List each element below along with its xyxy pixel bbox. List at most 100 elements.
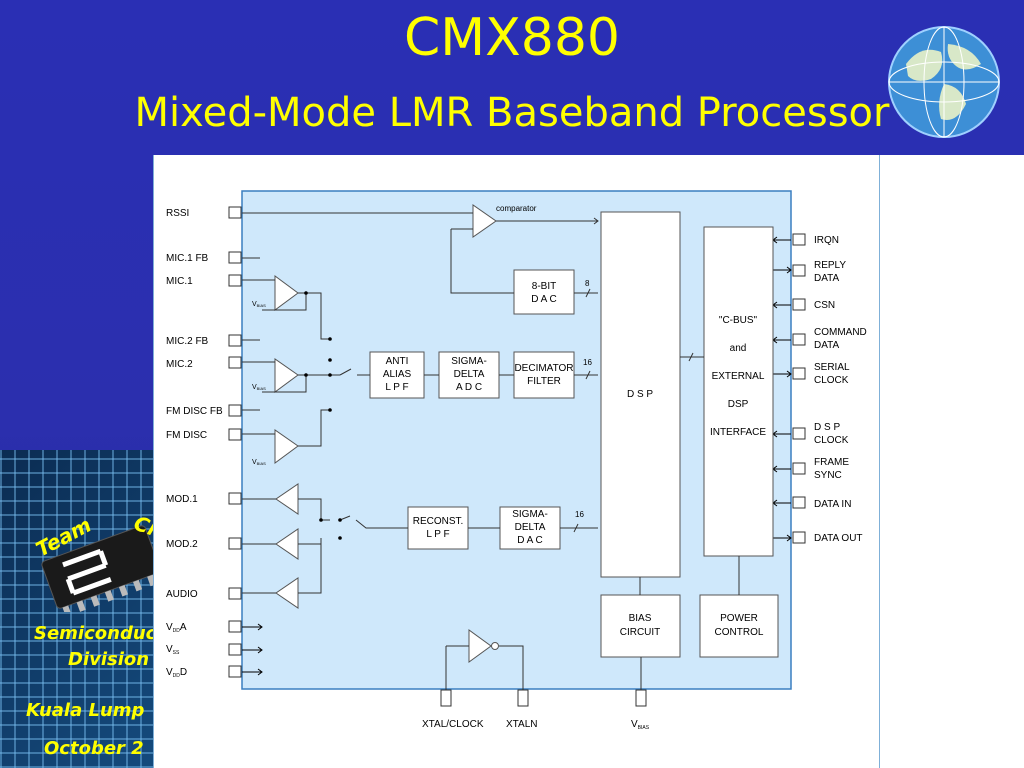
- date-label: October 2: [44, 738, 144, 759]
- pin-vss: [228, 643, 242, 656]
- label-command-1: COMMAND: [814, 327, 867, 338]
- label-reply-2: DATA: [814, 273, 840, 284]
- svg-text:D A C: D A C: [531, 294, 557, 305]
- label-datain: DATA IN: [814, 499, 851, 510]
- label-xtal: XTAL/CLOCK: [422, 719, 484, 730]
- pin-reply: [792, 264, 806, 277]
- svg-text:DELTA: DELTA: [515, 522, 546, 533]
- pin-mic2fb: [228, 334, 242, 347]
- svg-text:8-BIT: 8-BIT: [532, 281, 556, 292]
- label-rssi: RSSI: [166, 208, 189, 219]
- label-serial-2: CLOCK: [814, 375, 849, 386]
- svg-text:VBIAS: VBIAS: [252, 459, 266, 466]
- label-dspclock-1: D S P: [814, 422, 840, 433]
- pin-fmdiscfb: [228, 404, 242, 417]
- svg-text:SIGMA-: SIGMA-: [512, 509, 548, 520]
- svg-text:D A C: D A C: [517, 535, 543, 546]
- label-mod1: MOD.1: [166, 494, 198, 505]
- svg-text:ALIAS: ALIAS: [383, 369, 412, 380]
- semiconductor-label: Semiconduc: [34, 623, 157, 644]
- pin-mic2: [228, 356, 242, 369]
- pin-audio: [228, 587, 242, 600]
- bus-width-sddac: 16: [575, 510, 584, 519]
- svg-text:A D C: A D C: [456, 382, 482, 393]
- label-fmdisc: FM DISC: [166, 430, 207, 441]
- svg-text:DSP: DSP: [728, 399, 749, 410]
- label-dataout: DATA OUT: [814, 533, 863, 544]
- svg-text:FILTER: FILTER: [527, 376, 561, 387]
- mic1-amp: [274, 275, 299, 311]
- fmdisc-amp: [274, 429, 299, 464]
- pin-fmdisc: [228, 428, 242, 441]
- label-vdda: VDDA: [166, 622, 187, 634]
- svg-text:D S P: D S P: [627, 389, 653, 400]
- pin-xtal: [440, 689, 452, 707]
- label-dspclock-2: CLOCK: [814, 435, 849, 446]
- pin-mod1: [228, 492, 242, 505]
- pin-framesync: [792, 462, 806, 475]
- svg-text:CIRCUIT: CIRCUIT: [620, 627, 661, 638]
- label-vbias: VBIAS: [631, 719, 650, 731]
- svg-text:EXTERNAL: EXTERNAL: [712, 371, 765, 382]
- label-mic2: MIC.2: [166, 359, 193, 370]
- pin-vdda: [228, 620, 242, 633]
- svg-text:VBIAS: VBIAS: [252, 384, 266, 391]
- globe-icon: [888, 26, 1000, 138]
- label-vss: VSS: [166, 644, 180, 656]
- pin-command: [792, 333, 806, 346]
- label-mic2fb: MIC.2 FB: [166, 336, 209, 347]
- pin-serial: [792, 367, 806, 380]
- svg-text:INTERFACE: INTERFACE: [710, 427, 766, 438]
- location-label: Kuala Lump: [26, 700, 145, 721]
- svg-text:and: and: [730, 343, 747, 354]
- pin-mic1fb: [228, 251, 242, 264]
- svg-text:CONTROL: CONTROL: [715, 627, 764, 638]
- label-mic1fb: MIC.1 FB: [166, 253, 209, 264]
- pin-vbias: [635, 689, 647, 707]
- mic2-amp: [274, 358, 299, 393]
- reconst-block: [407, 506, 469, 550]
- pin-rssi: [228, 206, 242, 219]
- svg-text:POWER: POWER: [720, 613, 758, 624]
- label-csn: CSN: [814, 300, 835, 311]
- svg-text:L P F: L P F: [385, 382, 408, 393]
- bus-width-dac: 8: [585, 279, 590, 288]
- slide-subtitle: Mixed-Mode LMR Baseband Processor: [134, 90, 890, 136]
- dsp-block: [600, 211, 681, 578]
- label-mic1: MIC.1: [166, 276, 193, 287]
- svg-text:RECONST.: RECONST.: [413, 516, 464, 527]
- label-command-2: DATA: [814, 340, 840, 351]
- pin-datain: [792, 496, 806, 509]
- svg-text:VBIAS: VBIAS: [252, 301, 266, 308]
- svg-text:DECIMATOR: DECIMATOR: [514, 363, 573, 374]
- label-serial-1: SERIAL: [814, 362, 850, 373]
- svg-text:L P F: L P F: [426, 529, 449, 540]
- svg-text:"C-BUS": "C-BUS": [719, 315, 758, 326]
- pin-dspclock: [792, 427, 806, 440]
- power-block: [699, 594, 779, 658]
- pin-vddd: [228, 665, 242, 678]
- svg-text:ANTI: ANTI: [386, 356, 409, 367]
- dac8-block: [513, 269, 575, 315]
- comparator-triangle: [472, 204, 497, 238]
- pin-mod2: [228, 537, 242, 550]
- label-vddd: VDDD: [166, 667, 187, 679]
- bus-width-dec: 16: [583, 358, 592, 367]
- label-reply-1: REPLY: [814, 260, 846, 271]
- svg-text:SIGMA-: SIGMA-: [451, 356, 487, 367]
- label-comparator: comparator: [496, 204, 537, 213]
- pin-dataout: [792, 531, 806, 544]
- label-audio: AUDIO: [166, 589, 198, 600]
- pin-irqn: [792, 233, 806, 246]
- slide-title: CMX880: [403, 8, 621, 68]
- label-irqn: IRQN: [814, 235, 839, 246]
- label-xtaln: XTALN: [506, 719, 538, 730]
- cbus-block: [703, 226, 774, 557]
- pin-mic1: [228, 274, 242, 287]
- svg-text:BIAS: BIAS: [629, 613, 652, 624]
- pin-xtaln: [517, 689, 529, 707]
- division-label: Division: [68, 649, 150, 670]
- pin-csn: [792, 298, 806, 311]
- svg-text:DELTA: DELTA: [454, 369, 485, 380]
